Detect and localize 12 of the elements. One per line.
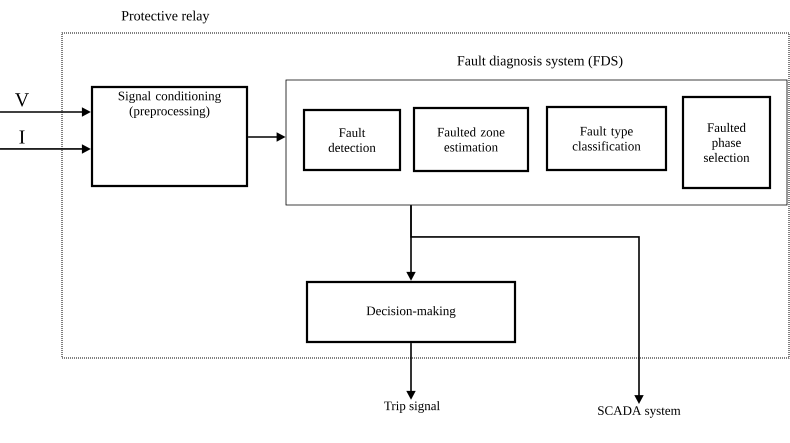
node-label: Protective relay [122,10,210,24]
process-box: Decision-making [306,280,516,344]
signal-label: I [18,130,26,144]
node-label: Fault diagnosis system (FDS) [457,56,622,68]
process-box: Signal conditioning (preprocessing) [90,86,248,188]
output-text: SCADA system [598,406,680,418]
process-box: Faulted zone estimation [412,106,530,172]
output-text: Trip signal [384,401,440,413]
process-box: Fault detection [302,108,402,172]
process-box: Faulted phase selection [682,96,772,190]
process-box: Fault type classification [546,106,668,172]
signal-label: V [14,92,30,108]
